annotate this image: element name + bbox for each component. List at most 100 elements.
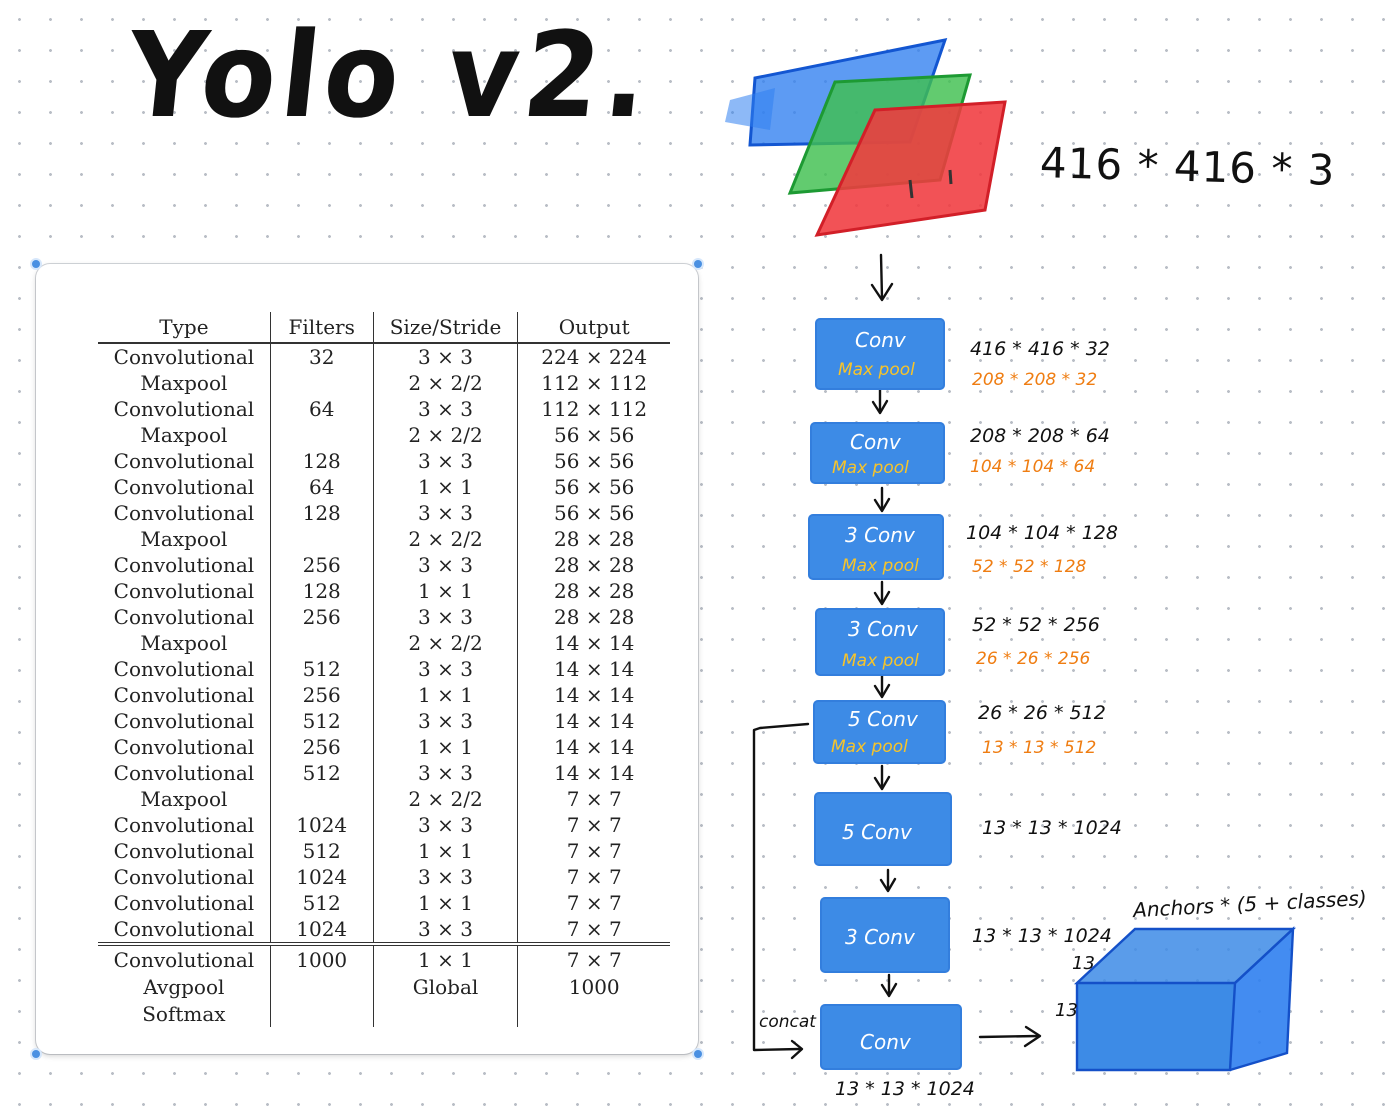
cell-filters xyxy=(270,973,374,1000)
cell-type: Convolutional xyxy=(98,500,271,526)
arrow-block2-to-block3 xyxy=(873,486,891,513)
layer-output-dims: 26 * 26 * 512 xyxy=(978,702,1106,724)
layer-output-dims: 208 * 208 * 64 xyxy=(970,425,1110,447)
cell-size-stride: 3 × 3 xyxy=(373,916,519,944)
layer-block xyxy=(808,514,944,580)
layer-output-dims: 13 * 13 * 1024 xyxy=(835,1078,975,1100)
rgb-input-icon xyxy=(725,38,1007,237)
cell-filters: 512 xyxy=(270,760,374,786)
cell-output: 56 × 56 xyxy=(554,475,635,499)
cell-output: 224 × 224 xyxy=(541,345,648,369)
cell-output: 14 × 14 xyxy=(554,657,635,681)
cell-type: Convolutional xyxy=(98,890,271,916)
column-header-type: Type xyxy=(98,312,271,344)
layer-block-pool-label: Max pool xyxy=(838,360,915,380)
resize-handle-bottom-right[interactable] xyxy=(694,1050,702,1058)
cell-output xyxy=(518,1000,670,1027)
pipeline-arrows xyxy=(752,253,1042,1060)
arrow-block5-to-block6 xyxy=(873,764,891,791)
resize-handle-top-right[interactable] xyxy=(694,260,702,268)
cell-type: Softmax xyxy=(98,1000,271,1027)
cell-size-stride: 1 × 1 xyxy=(373,734,519,760)
layer-block-conv-label: 5 Conv xyxy=(842,820,912,844)
cell-type: Convolutional xyxy=(98,734,271,760)
cell-output: 56 × 56 xyxy=(554,423,635,447)
cell-type: Maxpool xyxy=(98,630,271,656)
cell-output: 14 × 14 xyxy=(554,683,635,707)
cell-output: 28 × 28 xyxy=(554,527,635,551)
cell-type: Convolutional xyxy=(98,552,271,578)
cell-output: 28 × 28 xyxy=(554,605,635,629)
layer-output-dims: 52 * 52 * 256 xyxy=(972,614,1100,636)
cell-filters: 64 xyxy=(270,474,374,500)
cell-output: 28 × 28 xyxy=(554,579,635,603)
cell-size-stride: 1 × 1 xyxy=(373,578,519,604)
cell-filters: 1024 xyxy=(270,812,374,838)
cell-size-stride: 3 × 3 xyxy=(373,343,519,370)
cell-output: 14 × 14 xyxy=(554,709,635,733)
cell-size-stride: 1 × 1 xyxy=(373,838,519,864)
layer-block-conv-label: 3 Conv xyxy=(845,523,915,547)
darknet-architecture-table: Type Filters Size/Stride Output Convolut… xyxy=(98,312,670,1027)
cell-filters: 128 xyxy=(270,448,374,474)
cell-filters xyxy=(270,370,374,396)
layer-output-dims: 416 * 416 * 32 xyxy=(970,338,1110,360)
cell-type: Convolutional xyxy=(98,474,271,500)
cell-type: Maxpool xyxy=(98,370,271,396)
layer-block xyxy=(820,1004,962,1070)
arrow-block6-to-block7 xyxy=(879,868,897,893)
cell-filters: 128 xyxy=(270,578,374,604)
cell-size-stride: 3 × 3 xyxy=(373,656,519,682)
cell-filters xyxy=(270,1000,374,1027)
cell-output: 56 × 56 xyxy=(554,449,635,473)
cell-type: Convolutional xyxy=(98,343,271,370)
layer-block xyxy=(815,318,945,390)
cell-filters xyxy=(270,786,374,812)
layer-block-pool-label: Max pool xyxy=(831,737,908,757)
cell-type: Convolutional xyxy=(98,708,271,734)
cell-filters xyxy=(270,422,374,448)
cell-type: Convolutional xyxy=(98,604,271,630)
column-header-size-stride: Size/Stride xyxy=(373,312,519,344)
output-width-label: 13 xyxy=(1055,1000,1078,1021)
layer-block-pool-label: Max pool xyxy=(832,458,909,478)
cell-size-stride: 3 × 3 xyxy=(373,604,519,630)
cell-type: Convolutional xyxy=(98,942,271,973)
cell-size-stride: 2 × 2/2 xyxy=(373,786,519,812)
cell-filters: 32 xyxy=(270,343,374,370)
resize-handle-top-left[interactable] xyxy=(32,260,40,268)
cell-type: Convolutional xyxy=(98,760,271,786)
concat-skip-connector xyxy=(752,722,810,1060)
cell-size-stride: 2 × 2/2 xyxy=(373,526,519,552)
cell-size-stride: Global xyxy=(373,973,519,1000)
cell-filters: 512 xyxy=(270,656,374,682)
layer-block-conv-label: 5 Conv xyxy=(848,707,918,731)
layer-block-conv-label: Conv xyxy=(855,328,906,352)
resize-handle-bottom-left[interactable] xyxy=(32,1050,40,1058)
cell-filters: 256 xyxy=(270,734,374,760)
cell-output: 7 × 7 xyxy=(517,942,670,973)
cell-size-stride: 3 × 3 xyxy=(373,760,519,786)
cell-size-stride: 3 × 3 xyxy=(373,552,519,578)
cell-output: 1000 xyxy=(568,974,620,999)
cell-type: Convolutional xyxy=(98,396,271,422)
cell-type: Convolutional xyxy=(98,812,271,838)
cell-size-stride: 3 × 3 xyxy=(373,864,519,890)
cell-output: 7 × 7 xyxy=(566,865,622,889)
